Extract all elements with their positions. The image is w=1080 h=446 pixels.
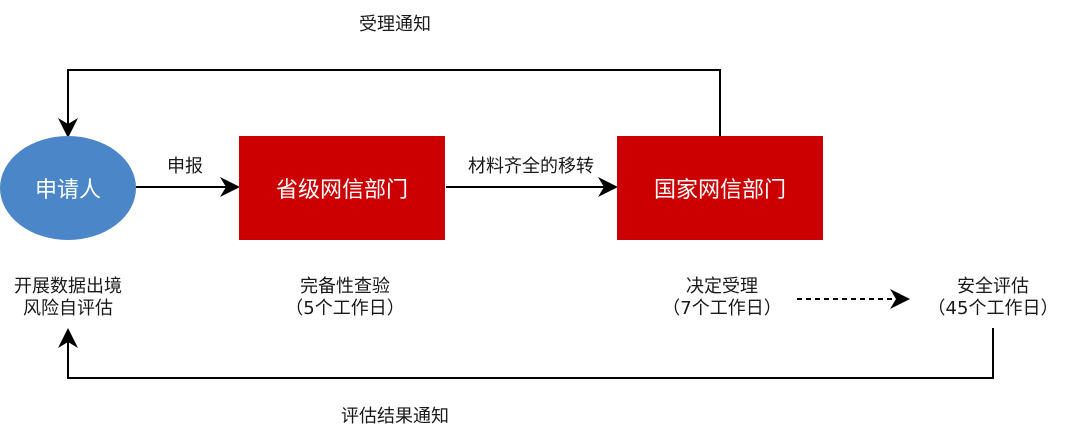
transfer-label: 材料齐全的移转 <box>468 156 594 177</box>
result-notice-label: 评估结果通知 <box>341 406 449 427</box>
decide-acceptance-line2: （7个工作日） <box>662 298 782 319</box>
national-department-label: 国家网信部门 <box>653 178 786 203</box>
completeness-check-line2: （5个工作日） <box>285 298 405 319</box>
result-notice-arrow <box>58 328 994 379</box>
self-assessment-step: 开展数据出境 风险自评估 <box>0 276 136 320</box>
provincial-department-label: 省级网信部门 <box>275 178 408 203</box>
completeness-check-step: 完备性查验 （5个工作日） <box>260 276 430 320</box>
national-department-node: 国家网信部门 <box>617 136 823 240</box>
acceptance-notice-label: 受理通知 <box>359 14 431 35</box>
applicant-label: 申请人 <box>34 178 101 203</box>
declare-label: 申报 <box>167 156 203 177</box>
security-assessment-line2: （45个工作日） <box>927 298 1059 319</box>
applicant-node: 申请人 <box>0 136 136 240</box>
self-assessment-line2: 风险自评估 <box>23 298 113 319</box>
security-assessment-step: 安全评估 （45个工作日） <box>908 276 1078 320</box>
self-assessment-line1: 开展数据出境 <box>14 276 122 297</box>
provincial-department-node: 省级网信部门 <box>239 136 445 240</box>
decide-acceptance-step: 决定受理 （7个工作日） <box>637 276 807 320</box>
security-assessment-line1: 安全评估 <box>957 276 1029 297</box>
decide-acceptance-line1: 决定受理 <box>686 276 758 297</box>
acceptance-notice-arrow <box>58 69 721 138</box>
completeness-check-line1: 完备性查验 <box>300 276 390 297</box>
